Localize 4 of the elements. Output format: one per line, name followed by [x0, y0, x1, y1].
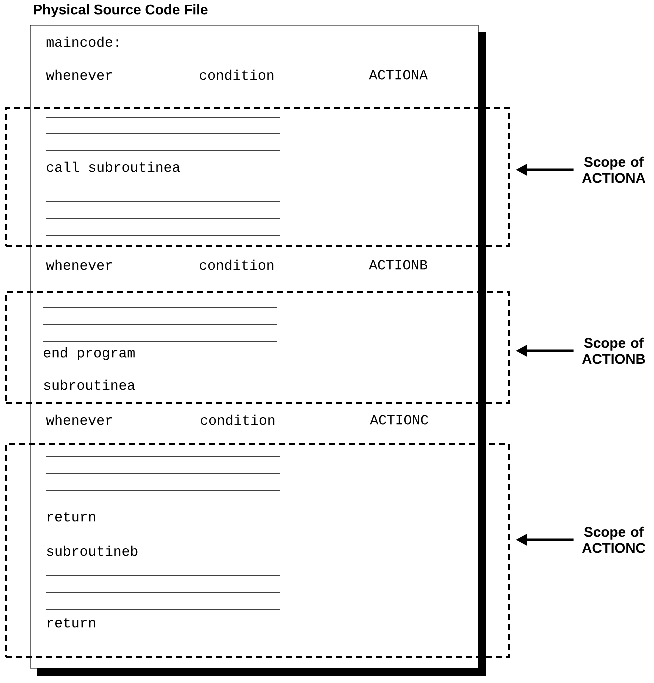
- scope-label: Scope of ACTIONB: [582, 338, 646, 364]
- scope-label: Scope of ACTIONC: [582, 526, 646, 554]
- file-title: Physical Source Code File: [34, 4, 208, 18]
- scope-label: Scope of ACTIONA: [582, 156, 646, 184]
